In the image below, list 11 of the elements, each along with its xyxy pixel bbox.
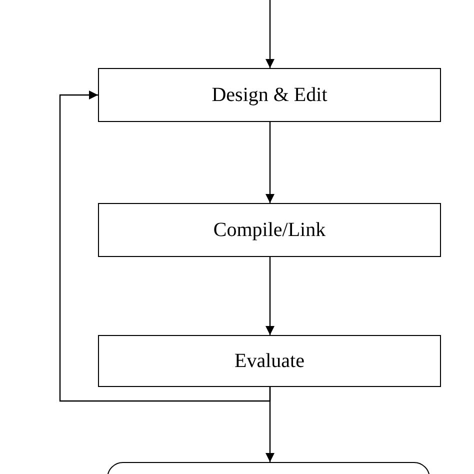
process-box xyxy=(98,335,441,387)
process-box xyxy=(98,203,441,257)
step-label: Evaluate xyxy=(234,349,304,374)
step-label: Design & Edit xyxy=(212,83,328,108)
process-box xyxy=(98,68,441,122)
arrow xyxy=(59,90,271,402)
arrow xyxy=(266,257,274,335)
step-label: Compile/Link xyxy=(213,218,326,243)
arrow xyxy=(266,0,274,68)
arrow xyxy=(266,387,274,462)
arrow xyxy=(266,122,274,203)
